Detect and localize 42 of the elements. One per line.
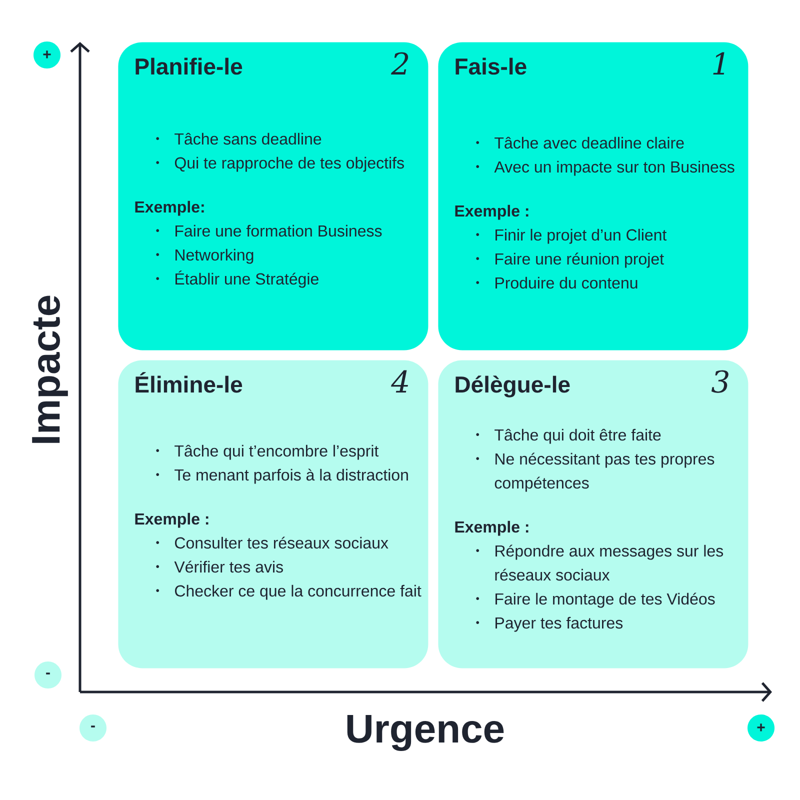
handwritten-number: 4 (391, 370, 408, 392)
sign-badge: - (80, 714, 106, 742)
sign-badge: + (34, 42, 60, 68)
axis-label: Urgence (347, 715, 504, 751)
bullet-item: Vérifier tes avis (156, 560, 283, 573)
example-heading: Exemple : (455, 204, 528, 220)
bullet-item: Établir une Stratégie (156, 270, 318, 288)
bullet-item: Tâche qui doit être faite (476, 428, 661, 444)
bullet-item: Finir le projet d’un Client (476, 228, 667, 244)
bullet-item: Networking (156, 248, 254, 264)
bullet-item: Checker ce que la concurrence fait (156, 584, 422, 600)
bullet-item: Ne nécessitant pas tes propres compétences (476, 452, 714, 492)
handwritten-number: 2 (391, 52, 408, 74)
bullet-item: Tâche avec deadline claire (476, 136, 684, 149)
quadrant-heading: Planifie-le (136, 58, 242, 75)
bullet-item: Faire le montage de tes Vidéos (476, 592, 715, 608)
handwritten-number: 3 (711, 370, 728, 393)
quadrant-heading: Fais-le (456, 58, 526, 75)
bullet-item: Tâche sans deadline (156, 132, 322, 145)
bullet-item: Faire une formation Business (156, 224, 382, 237)
quadrant-box (438, 42, 748, 350)
bullet-item: Faire une réunion projet (476, 252, 664, 268)
bullet-item: Répondre aux messages sur les réseaux sociaux (476, 544, 724, 581)
bullet-item: Produire du contenu (476, 276, 638, 289)
example-heading: Exemple: (135, 200, 204, 216)
quadrant-heading: Élimine-le (136, 372, 242, 393)
bullet-item: Te menant parfois à la distraction (156, 468, 408, 484)
bullet-item: Tâche qui t’encombre l’esprit (156, 444, 379, 460)
quadrant-box (118, 360, 428, 668)
sign-badge: + (748, 714, 774, 742)
bullet-item: Payer tes factures (476, 616, 623, 632)
quadrant-box (438, 360, 748, 668)
sign-badge: - (34, 662, 62, 688)
example-heading: Exemple : (135, 512, 208, 528)
quadrant-box (118, 42, 428, 350)
bullet-item: Qui te rapproche de tes objectifs (156, 156, 404, 172)
example-heading: Exemple : (455, 520, 528, 536)
handwritten-number: 1 (713, 52, 724, 74)
bullet-item: Consulter tes réseaux sociaux (156, 536, 388, 549)
quadrant-heading: Délègue-le (456, 376, 570, 398)
bullet-item: Avec un impacte sur ton Business (476, 160, 734, 176)
axis-label: Impacte (32, 296, 68, 443)
